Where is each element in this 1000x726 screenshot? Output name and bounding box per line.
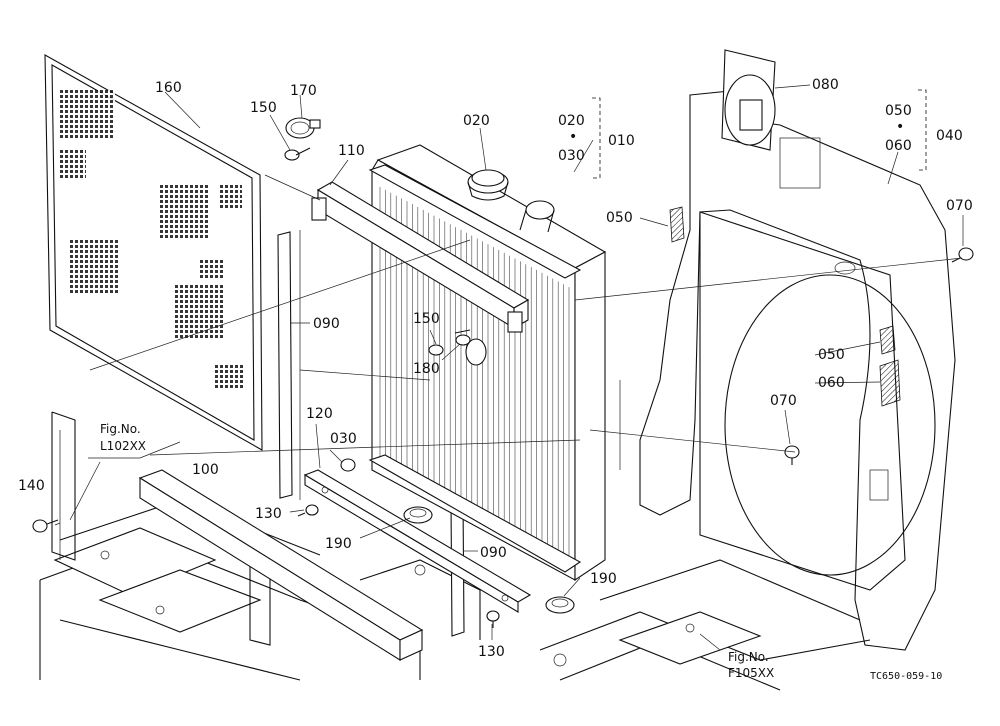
label-140: 140	[18, 478, 45, 494]
separator-dot-040: •	[896, 119, 904, 135]
leader-lines	[54, 84, 964, 651]
fig-ref-left-line1: Fig.No.	[100, 422, 141, 436]
bar-100	[138, 469, 424, 661]
label-130-upper: 130	[255, 506, 282, 522]
fig-box-left	[88, 441, 181, 459]
label-070-upper: 070	[946, 198, 973, 214]
label-020-top: 020	[463, 113, 490, 129]
bolt-140	[32, 519, 59, 533]
label-050-ref: 050	[885, 103, 912, 119]
fig-ref-right-line1: Fig.No.	[728, 650, 769, 664]
label-030: 030	[330, 431, 357, 447]
label-110: 110	[338, 143, 365, 159]
fan-shroud-040	[639, 49, 956, 651]
separator-dot-010: •	[569, 129, 577, 145]
label-070-lower: 070	[770, 393, 797, 409]
screen-160	[44, 54, 263, 451]
label-120: 120	[306, 406, 333, 422]
label-060-ref: 060	[885, 138, 912, 154]
grommet-190-upper	[403, 506, 433, 524]
label-050-side: 050	[818, 347, 845, 363]
part-labels: 160 170 150 110 020 020 • 030 010 080 05…	[18, 77, 973, 682]
chassis-frame-left	[39, 411, 481, 681]
clamp-180	[454, 329, 471, 346]
label-190-lower: 190	[590, 571, 617, 587]
label-150-top: 150	[250, 100, 277, 116]
bolt-130-lower	[486, 610, 500, 628]
chassis-frame-right	[539, 559, 871, 691]
bolt-130-upper	[297, 504, 319, 517]
bracket-110	[311, 181, 530, 333]
bolt-070-lower	[784, 445, 800, 465]
label-130-lower: 130	[478, 644, 505, 660]
bolt-070-upper	[951, 247, 974, 263]
label-080: 080	[812, 77, 839, 93]
bolt-030	[340, 458, 356, 472]
bracket-group-010	[592, 97, 601, 179]
label-040: 040	[936, 128, 963, 144]
label-060-side: 060	[818, 375, 845, 391]
bolt-150-top	[284, 147, 311, 161]
label-160: 160	[155, 80, 182, 96]
label-180: 180	[413, 361, 440, 377]
pillar-090-left	[277, 231, 293, 499]
bracket-120	[303, 469, 532, 613]
fig-ref-left-line2: L102XX	[100, 439, 146, 453]
bracket-group-040	[918, 89, 927, 171]
label-020-ref: 020	[558, 113, 585, 129]
label-090-left: 090	[313, 316, 340, 332]
label-100: 100	[192, 462, 219, 478]
fig-ref-right-line2: F105XX	[728, 666, 774, 680]
label-170: 170	[290, 83, 317, 99]
clamp-170	[285, 117, 321, 139]
label-050-shroud: 050	[606, 210, 633, 226]
drawing-code: TC650-059-10	[870, 671, 942, 682]
label-090-front: 090	[480, 545, 507, 561]
label-190-upper: 190	[325, 536, 352, 552]
label-150-mid: 150	[413, 311, 440, 327]
label-010: 010	[608, 133, 635, 149]
label-030-ref: 030	[558, 148, 585, 164]
grommet-190-lower	[545, 596, 575, 614]
bolt-150-mid	[428, 344, 444, 356]
